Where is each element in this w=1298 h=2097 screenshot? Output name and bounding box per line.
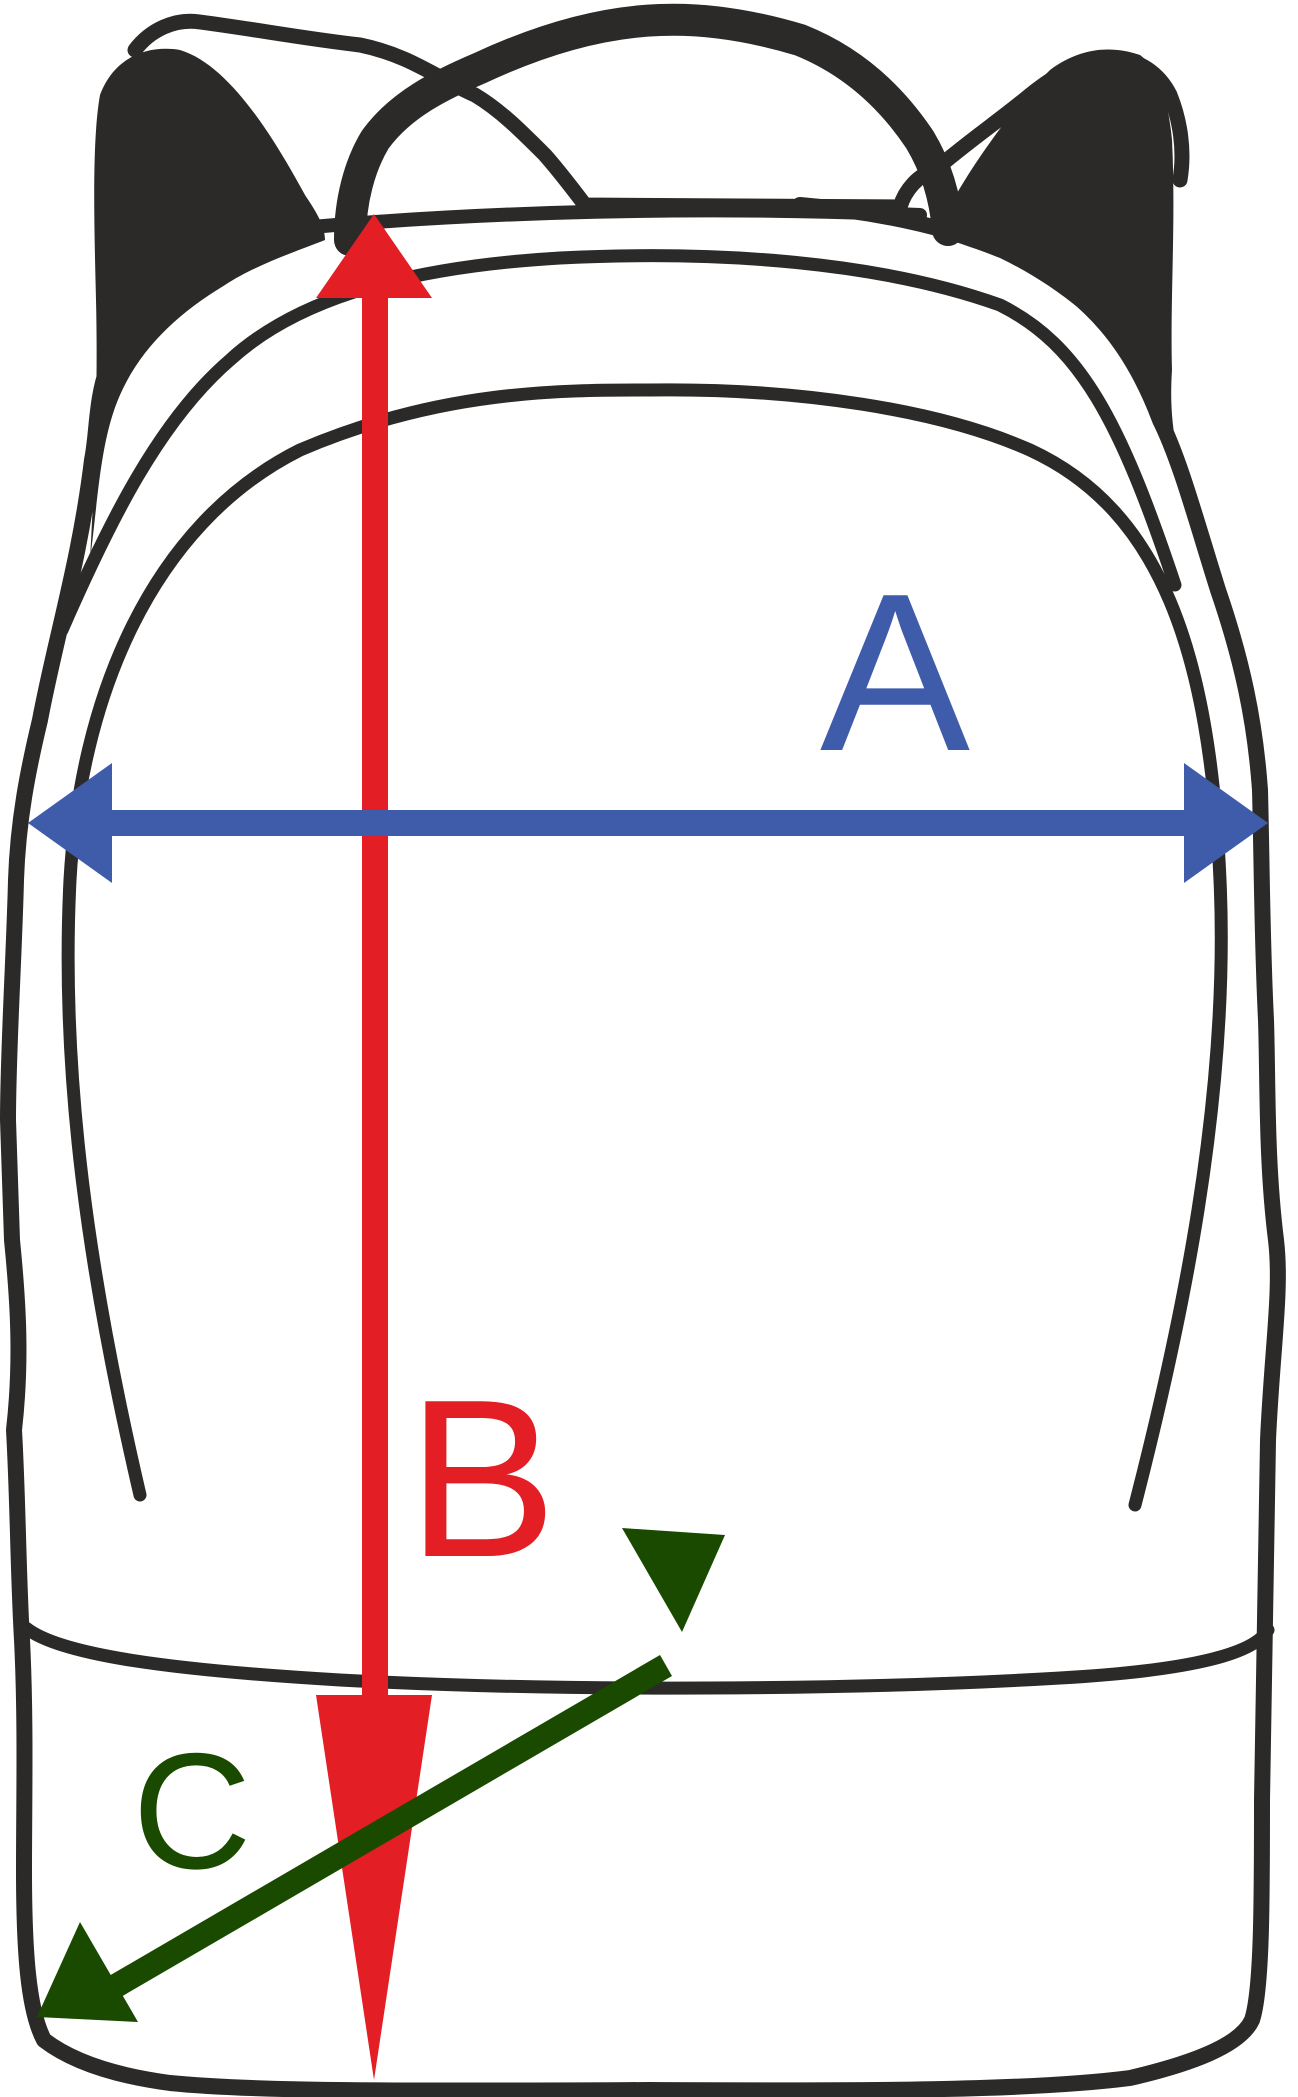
depth-arrow-head-upper: [622, 1528, 725, 1632]
backpack-body-outline: [0, 197, 1286, 2097]
height-arrow-head-bottom: [316, 1695, 432, 2080]
width-arrow-head-left: [28, 763, 112, 883]
width-label: A: [820, 546, 970, 798]
width-arrow-shaft: [110, 810, 1185, 836]
backpack-front-pocket-upper: [55, 249, 1182, 637]
width-arrow-icon: [28, 763, 1268, 883]
height-arrow-icon: [316, 214, 432, 2080]
backpack-outline-icon: [0, 3, 1286, 2097]
backpack-upper-seam: [293, 203, 927, 235]
depth-arrow-head-lower: [37, 1922, 138, 2022]
backpack-grab-handle: [334, 3, 964, 256]
width-arrow-head-right: [1184, 763, 1268, 883]
depth-arrow-shaft: [102, 1655, 672, 2001]
backpack-front-panel: [61, 383, 1228, 1512]
depth-label: C: [132, 1719, 251, 1903]
height-arrow-shaft: [362, 296, 388, 1696]
depth-arrow-icon: [37, 1528, 725, 2022]
backpack-left-strap: [90, 48, 325, 560]
backpack-right-strap: [935, 49, 1175, 441]
height-arrow-head-top: [316, 214, 432, 298]
height-label: B: [407, 1352, 557, 1604]
